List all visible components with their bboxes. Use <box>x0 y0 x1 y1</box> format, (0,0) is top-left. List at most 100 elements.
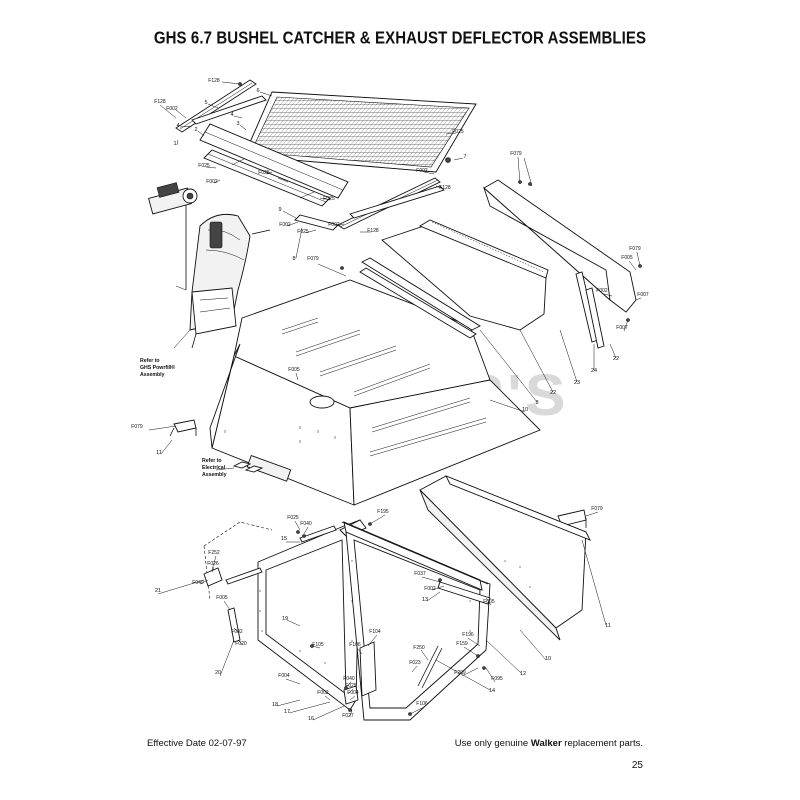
callout-f007: F007 <box>616 325 628 331</box>
callout-18: 18 <box>272 702 278 708</box>
callout-f002: F002 <box>596 288 608 294</box>
callout-f002: F002 <box>328 222 340 228</box>
ref-powrfill-line2: GHS Powrfill® <box>140 364 175 371</box>
callout-2: 2 <box>194 127 197 133</box>
footer-brand: Walker <box>530 738 562 749</box>
callout-f079: F079 <box>131 424 143 430</box>
callout-f106: F106 <box>349 642 361 648</box>
footer-note-pre: Use only genuine <box>454 738 531 749</box>
callout-f004: F004 <box>347 690 359 696</box>
callout-f005: F005 <box>483 599 495 605</box>
callout-f040: F040 <box>343 676 355 682</box>
callout-f159: F159 <box>456 641 468 647</box>
callout-f027: F027 <box>342 713 354 719</box>
callout-f079: F079 <box>307 256 319 262</box>
callout-14: 14 <box>489 688 495 694</box>
page-title: GHS 6.7 BUSHEL CATCHER & EXHAUST DEFLECT… <box>153 28 647 49</box>
callout-f023: F023 <box>409 660 421 666</box>
callout-f128: F128 <box>154 99 166 105</box>
callout-11: 11 <box>605 623 611 629</box>
callout-15: 15 <box>281 536 287 542</box>
page-number: 25 <box>631 760 643 771</box>
ref-electrical-line3: Assembly <box>202 472 227 478</box>
callout-f025: F025 <box>297 229 309 235</box>
callout-10: 10 <box>522 407 528 413</box>
callout-f128: F128 <box>367 228 379 234</box>
callout-f025: F025 <box>452 129 464 135</box>
powrfill-assembly <box>148 182 271 349</box>
ref-electrical-line2: Electrical <box>202 465 226 471</box>
callout-4: 4 <box>176 123 179 129</box>
exhaust-deflector-plates <box>359 219 549 339</box>
callout-f128: F128 <box>439 185 451 191</box>
callout-f196: F196 <box>462 632 474 638</box>
footer-note-post: replacement parts. <box>561 738 643 749</box>
callout-f250: F250 <box>413 645 425 651</box>
callout-f104: F104 <box>369 629 381 635</box>
callout-f025: F025 <box>258 170 270 176</box>
callout-f002: F002 <box>424 586 436 592</box>
screen-assembly <box>243 91 477 173</box>
fasteners <box>238 82 642 716</box>
screen-rails <box>175 79 445 231</box>
callout-7: 7 <box>463 154 466 160</box>
callout-f025: F025 <box>198 163 210 169</box>
callout-17: 17 <box>284 709 290 715</box>
footer-note: Use only genuine Walker replacement part… <box>455 738 643 749</box>
callout-9: 9 <box>278 207 281 213</box>
callout-8: 8 <box>535 400 538 406</box>
leader-lines <box>148 81 642 721</box>
callout-16: 16 <box>308 716 314 722</box>
callout-f002: F002 <box>206 179 218 185</box>
door-frames <box>203 519 491 721</box>
handles <box>169 419 587 533</box>
callout-f040: F040 <box>192 580 204 586</box>
callout-10: 10 <box>545 656 551 662</box>
ref-powrfill-line1: Refer to <box>140 358 160 364</box>
callout-23: 23 <box>574 380 580 386</box>
callout-f002: F002 <box>279 222 291 228</box>
callout-f026: F026 <box>207 561 219 567</box>
callout-f020: F020 <box>235 641 247 647</box>
callout-11: 11 <box>156 450 162 456</box>
catcher-tray <box>419 475 591 641</box>
callout-6: 6 <box>256 88 259 94</box>
callout-f252: F252 <box>208 550 220 556</box>
callout-8: 8 <box>292 256 295 262</box>
callout-f002: F002 <box>166 106 178 112</box>
callout-13: 13 <box>422 597 428 603</box>
callout-f105: F105 <box>312 642 324 648</box>
callout-21: 21 <box>155 588 161 594</box>
ref-electrical-line1: Refer to <box>202 458 222 464</box>
callout-f002: F002 <box>416 168 428 174</box>
callout-f007: F007 <box>637 292 649 298</box>
callout-22: 22 <box>613 356 619 362</box>
callout-1: 1 <box>173 141 176 147</box>
callout-f004: F004 <box>278 673 290 679</box>
callout-f005: F005 <box>216 595 228 601</box>
ref-powrfill-line3: Assembly <box>140 372 165 378</box>
callout-22: 22 <box>550 390 556 396</box>
callout-f079: F079 <box>629 246 641 252</box>
callout-f079: F079 <box>591 506 603 512</box>
callout-5: 5 <box>204 100 207 106</box>
callout-4: 4 <box>230 112 233 118</box>
callout-24: 24 <box>591 368 597 374</box>
callout-f002: F002 <box>317 690 329 696</box>
callout-f005: F005 <box>621 255 633 261</box>
callout-f025: F025 <box>287 515 299 521</box>
callout-3: 3 <box>236 121 239 127</box>
callout-f037: F037 <box>414 571 426 577</box>
callout-19: 19 <box>282 616 288 622</box>
callout-f025: F025 <box>323 196 335 202</box>
callout-f106: F106 <box>416 701 428 707</box>
callout-f209: F209 <box>454 670 466 676</box>
callout-f095: F095 <box>491 676 503 682</box>
callout-f079: F079 <box>510 151 522 157</box>
callout-f002: F002 <box>231 629 243 635</box>
effective-date: Effective Date 02-07-97 <box>147 738 247 749</box>
callout-f040: F040 <box>300 521 312 527</box>
